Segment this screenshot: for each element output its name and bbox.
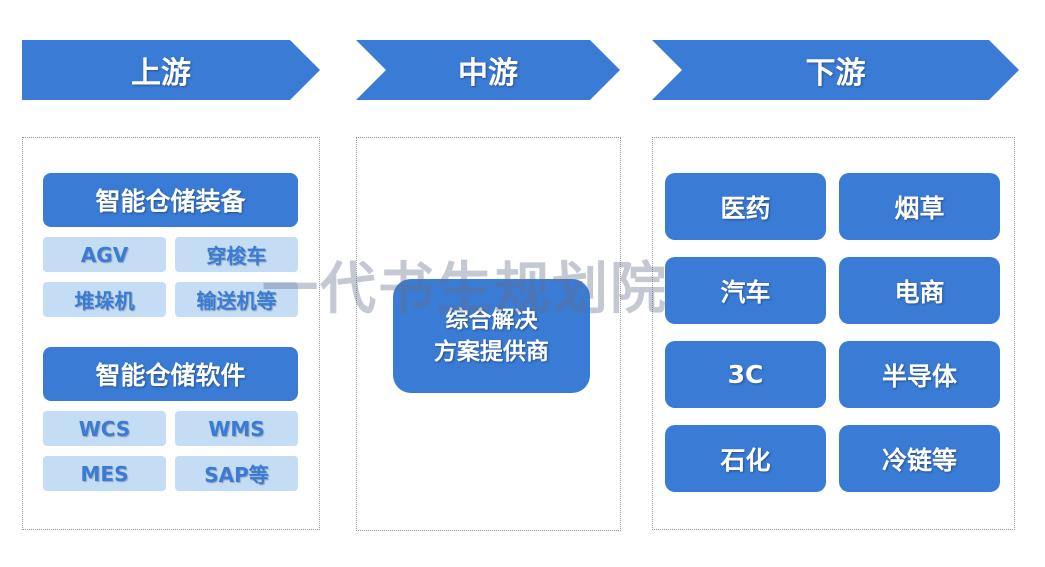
- industry-automotive: 汽车: [665, 257, 826, 324]
- industry-3c: 3C: [665, 341, 826, 408]
- hardware-item-stacker: 堆垛机: [43, 282, 166, 317]
- solution-line-2: 方案提供商: [434, 339, 549, 365]
- stage-label-midstream: 中游: [458, 56, 518, 91]
- solution-line-1: 综合解决: [445, 307, 538, 333]
- industry-tobacco: 烟草: [839, 173, 1000, 240]
- industry-semiconductor: 半导体: [839, 341, 1000, 408]
- stage-arrow-downstream: 下游: [652, 40, 1019, 100]
- stage-arrow-upstream: 上游: [22, 40, 320, 100]
- stage-arrow-midstream: 中游: [356, 40, 620, 100]
- hardware-group-title: 智能仓储装备: [43, 173, 298, 227]
- industry-petrochemical: 石化: [665, 425, 826, 492]
- industry-cold-chain: 冷链等: [839, 425, 1000, 492]
- stage-label-downstream: 下游: [805, 56, 866, 91]
- software-item-wcs: WCS: [43, 411, 166, 446]
- hardware-item-shuttle: 穿梭车: [175, 237, 298, 272]
- software-item-mes: MES: [43, 456, 166, 491]
- midstream-panel: 综合解决 方案提供商: [356, 137, 621, 531]
- stage-label-upstream: 上游: [131, 56, 191, 91]
- solution-provider-box: 综合解决 方案提供商: [393, 279, 590, 393]
- upstream-panel: 智能仓储装备 AGV 穿梭车 堆垛机 输送机等 智能仓储软件 WCS WMS M…: [22, 137, 320, 530]
- hardware-item-agv: AGV: [43, 237, 166, 272]
- software-item-wms: WMS: [175, 411, 298, 446]
- hardware-item-conveyor: 输送机等: [175, 282, 298, 317]
- software-group-title: 智能仓储软件: [43, 347, 298, 401]
- software-item-sap: SAP等: [175, 456, 298, 491]
- industry-pharma: 医药: [665, 173, 826, 240]
- industry-ecommerce: 电商: [839, 257, 1000, 324]
- downstream-panel: 医药 烟草 汽车 电商 3C 半导体 石化 冷链等: [652, 137, 1015, 530]
